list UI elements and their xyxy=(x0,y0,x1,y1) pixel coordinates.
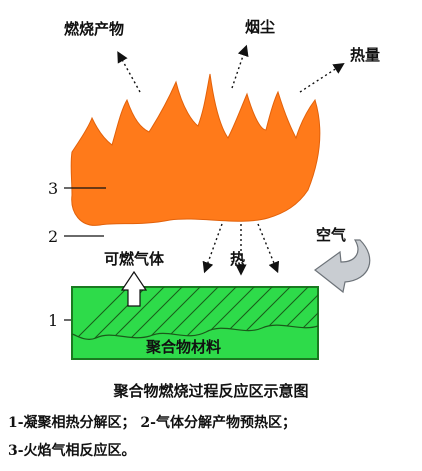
combustion-products-label: 燃烧产物 xyxy=(64,20,125,38)
smoke-label: 烟尘 xyxy=(245,18,276,36)
flame-shape xyxy=(70,73,321,226)
material-block xyxy=(71,286,319,360)
heat-top-label: 热量 xyxy=(350,46,381,64)
material-label: 聚合物材料 xyxy=(146,338,222,356)
heat-arrow-right xyxy=(257,223,280,274)
zone-marker-1: 1 xyxy=(48,311,59,330)
air-arrow xyxy=(314,239,371,294)
zone-marker-3: 3 xyxy=(48,179,59,198)
smoke-arrow xyxy=(231,44,249,89)
caption-legend-line1: 1-凝聚相热分解区； 2-气体分解产物预热区； xyxy=(8,415,296,431)
heat-mid-label: 热 xyxy=(230,250,246,268)
zone-marker-2: 2 xyxy=(48,227,59,246)
gas-arrow xyxy=(120,270,148,307)
heat-arrow-left xyxy=(202,223,223,274)
decomposition-boundary xyxy=(71,324,319,340)
products-arrow xyxy=(117,51,141,93)
caption-title: 聚合物燃烧过程反应区示意图 xyxy=(113,382,309,400)
air-label: 空气 xyxy=(316,226,347,244)
combustible-gas-label: 可燃气体 xyxy=(104,250,165,268)
caption-legend-line2: 3-火焰气相反应区。 xyxy=(8,443,136,459)
heat-top-arrow xyxy=(299,62,345,93)
